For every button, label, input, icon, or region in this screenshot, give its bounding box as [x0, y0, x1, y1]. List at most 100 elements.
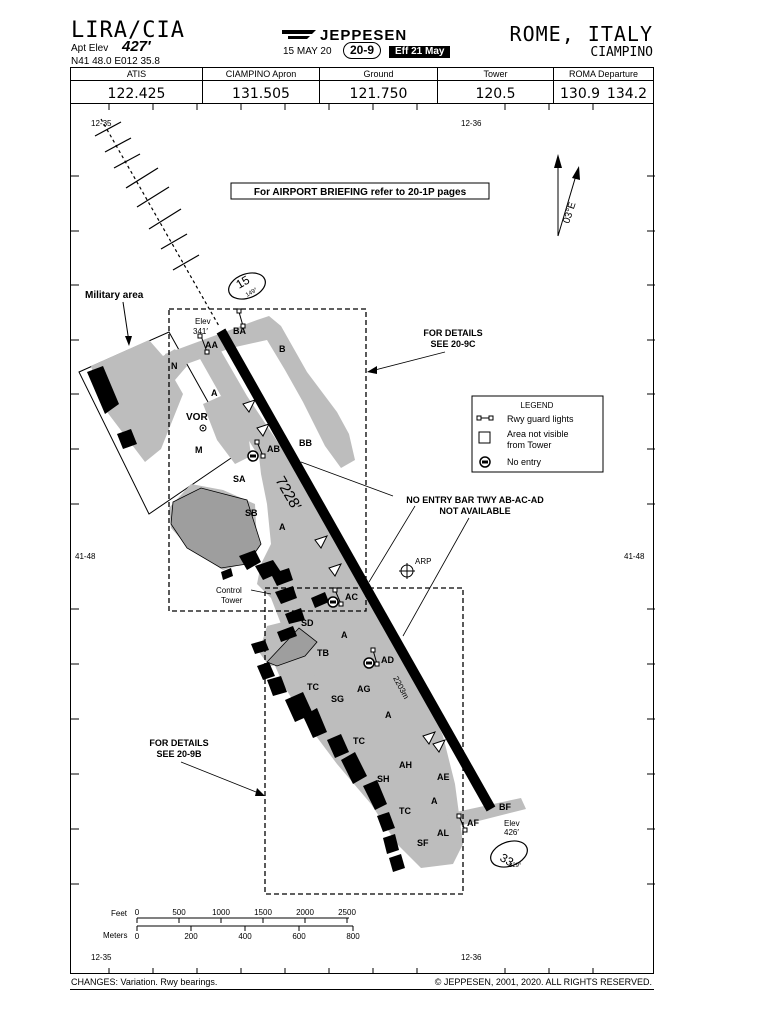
buildings	[221, 550, 405, 872]
wind-indicator-icons	[242, 399, 446, 753]
legend-box	[471, 395, 604, 473]
twy-TC1: TC	[307, 682, 319, 692]
svg-text:2500: 2500	[338, 908, 356, 917]
twy-BA: BA	[233, 326, 246, 336]
airport-ident: LIRA/CIA	[71, 18, 185, 43]
twy-N: N	[171, 361, 178, 371]
elev-top-1: Elev	[195, 317, 211, 326]
details-box-c	[168, 308, 367, 612]
diagram-svg: 12-35 12-36 12-35 12-36 41-48 41-48 03°E…	[71, 104, 655, 974]
control-tower-label-1: Control	[216, 586, 242, 595]
details-b-label-1: FOR DETAILS	[149, 738, 208, 748]
frequency-table: ATIS 122.425 CIAMPINO Apron 131.505 Grou…	[70, 67, 654, 104]
details-box-b	[264, 587, 464, 895]
runway-33-label: 33 329°	[490, 840, 528, 869]
twy-A5: A	[431, 796, 438, 806]
freq-value: 121.750	[349, 86, 408, 102]
freq-apron: CIAMPINO Apron 131.505	[202, 68, 319, 103]
twy-SA: SA	[233, 474, 246, 484]
legend-title: LEGEND	[521, 401, 554, 410]
military-area-label: Military area	[85, 290, 144, 301]
twy-AL: AL	[437, 828, 449, 838]
no-entry-bar-label-2: NOT AVAILABLE	[439, 506, 510, 516]
jeppesen-logo: JEPPESEN	[282, 27, 407, 44]
no-entry-bar-label-1: NO ENTRY BAR TWY AB-AC-AD	[406, 495, 544, 505]
briefing-box	[230, 182, 490, 200]
elev-bot-2: 426′	[504, 828, 519, 837]
details-c-label-2: SEE 20-9C	[430, 339, 476, 349]
svg-text:0: 0	[135, 932, 140, 941]
lon-label-bottom-mid: 12-36	[461, 953, 482, 962]
svg-text:1500: 1500	[254, 908, 272, 917]
twy-SF: SF	[417, 838, 429, 848]
freq-label: Ground	[320, 68, 437, 81]
brand-name: JEPPESEN	[320, 27, 408, 44]
variation-label: 03°E	[561, 200, 578, 224]
twy-SB: SB	[245, 508, 258, 518]
twy-AF: AF	[467, 818, 479, 828]
freq-value-2: 134.2	[606, 86, 647, 102]
svg-text:0: 0	[135, 908, 140, 917]
twy-A1: A	[211, 388, 218, 398]
twy-BB: BB	[299, 438, 312, 448]
freq-label: Tower	[438, 68, 553, 81]
svg-text:500: 500	[172, 908, 186, 917]
twy-AD: AD	[381, 655, 394, 665]
military-apron	[91, 340, 187, 462]
north-arrow-icon: 03°E	[554, 154, 580, 237]
twy-AB: AB	[267, 444, 280, 454]
legend-no-entry: No entry	[507, 457, 542, 467]
legend-not-visible-2: from Tower	[507, 440, 551, 450]
chart-number: 20-9	[343, 42, 382, 59]
svg-text:149°: 149°	[245, 287, 259, 299]
twy-AA: AA	[205, 340, 218, 350]
legend-guard-lights: Rwy guard lights	[507, 414, 574, 424]
svg-text:800: 800	[346, 932, 360, 941]
legend-guard-lights-icon	[476, 415, 494, 421]
footer-changes: CHANGES: Variation. Rwy bearings.	[71, 977, 218, 987]
svg-text:200: 200	[184, 932, 198, 941]
svg-text:15: 15	[234, 273, 253, 292]
twy-SD: SD	[301, 618, 314, 628]
arp-label: ARP	[415, 557, 431, 566]
guard-lights	[197, 308, 468, 833]
freq-value: 130.9	[560, 86, 601, 102]
apt-elev-value: 427′	[122, 38, 151, 55]
freq-atis: ATIS 122.425	[71, 68, 202, 103]
legend-not-visible-1: Area not visible	[507, 429, 569, 439]
twy-A3: A	[341, 630, 348, 640]
border-ticks	[71, 104, 655, 974]
details-b-label-2: SEE 20-9B	[156, 749, 202, 759]
lat-label-left: 41-48	[75, 552, 96, 561]
svg-text:400: 400	[238, 932, 252, 941]
twy-SH: SH	[377, 774, 390, 784]
footer-rule	[70, 989, 654, 990]
freq-value: 122.425	[107, 86, 166, 102]
freq-label: CIAMPINO Apron	[203, 68, 319, 81]
no-entry-leaders	[300, 461, 470, 637]
twy-M: M	[195, 445, 203, 455]
twy-A2: A	[279, 522, 286, 532]
jeppesen-wing-icon	[282, 30, 316, 39]
chart-date: 15 MAY 20	[283, 46, 332, 57]
control-tower-label-2: Tower	[221, 596, 243, 605]
twy-SG: SG	[331, 694, 344, 704]
airport-name: CIAMPINO	[590, 45, 653, 60]
twy-AE: AE	[437, 772, 450, 782]
svg-text:600: 600	[292, 932, 306, 941]
taxiway-labels: BA AA B N A M BB AB SA SB A AC SD A TB A…	[171, 326, 511, 848]
twy-BF: BF	[499, 802, 511, 812]
freq-value: 131.505	[232, 86, 290, 102]
elev-bot-1: Elev	[504, 819, 520, 828]
freq-label: ATIS	[71, 68, 202, 81]
svg-text:33: 33	[498, 850, 517, 869]
twy-TB: TB	[317, 648, 329, 658]
apt-elev-label: Apt Elev	[71, 43, 109, 54]
twy-AC: AC	[345, 592, 358, 602]
freq-label: ROMA Departure	[554, 68, 653, 81]
footer-copyright: © JEPPESEN, 2001, 2020. ALL RIGHTS RESER…	[434, 977, 652, 987]
twy-AH: AH	[399, 760, 412, 770]
twy-TC2: TC	[353, 736, 365, 746]
freq-departure: ROMA Departure 130.9 134.2	[553, 68, 653, 103]
